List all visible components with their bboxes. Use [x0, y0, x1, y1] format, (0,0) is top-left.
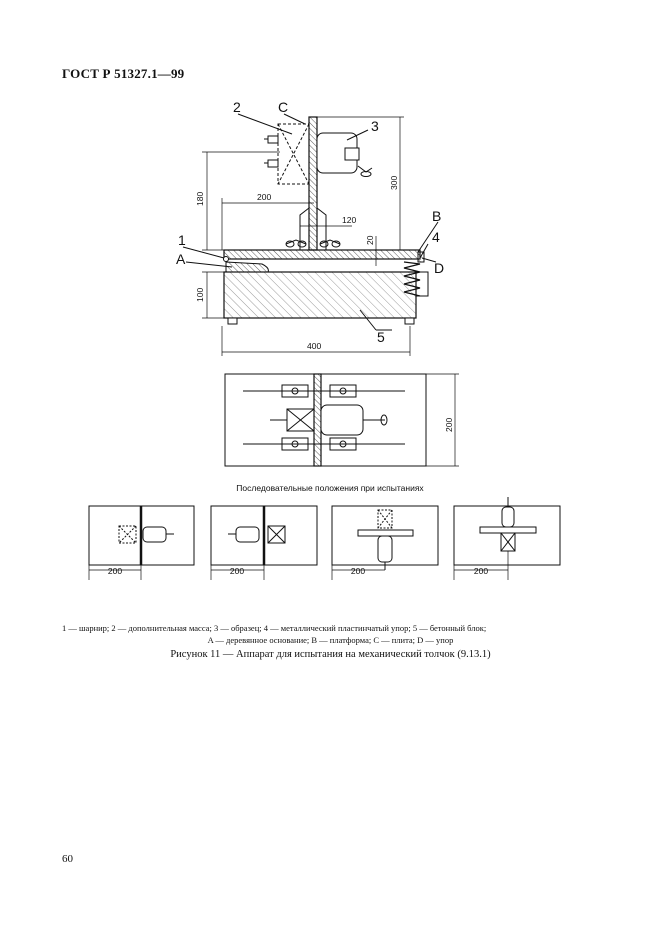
page-number: 60	[62, 853, 73, 865]
vertical-plate	[308, 116, 318, 251]
figure-title: Рисунок 11 — Аппарат для испытания на ме…	[170, 649, 491, 660]
concrete-block	[223, 271, 417, 319]
wooden-base	[225, 261, 269, 273]
sequence-caption: Последовательные положения при испытания…	[236, 483, 424, 493]
dim-20: 20	[365, 235, 375, 245]
platform	[223, 249, 421, 260]
legend-line-2: A — деревянное основание; B — платформа;…	[207, 635, 454, 645]
plan-block	[224, 373, 427, 467]
dim-200-pos3: 200	[351, 566, 365, 576]
label-C: C	[278, 99, 288, 115]
dim-200-pos2: 200	[230, 566, 244, 576]
label-A: A	[176, 251, 186, 267]
position-3	[331, 505, 439, 580]
sequence-positions	[88, 497, 561, 580]
dim-120: 120	[342, 215, 356, 225]
label-D: D	[434, 260, 444, 276]
additional-mass	[277, 123, 310, 185]
position-4	[453, 497, 561, 580]
label-3: 3	[371, 118, 379, 134]
dim-400: 400	[307, 341, 321, 351]
dim-300: 300	[389, 176, 399, 190]
label-4: 4	[432, 229, 440, 245]
dim-200-plan: 200	[444, 418, 454, 432]
document-header: ГОСТ Р 51327.1—99	[62, 66, 185, 81]
block-foot-left	[227, 317, 238, 325]
dim-100: 100	[195, 288, 205, 302]
side-labels: 2 C 3 1 A B 4 D 5 200 180 300 120 20 100…	[176, 99, 444, 351]
dim-200-top: 200	[257, 192, 271, 202]
label-5: 5	[377, 329, 385, 345]
position-2	[210, 505, 318, 580]
side-dimensions	[202, 116, 411, 356]
label-2: 2	[233, 99, 241, 115]
label-1: 1	[178, 232, 186, 248]
spring	[403, 261, 421, 297]
position-1	[88, 505, 195, 580]
dim-180: 180	[195, 192, 205, 206]
block-foot-right	[404, 317, 415, 325]
label-B: B	[432, 208, 441, 224]
dim-200-pos4: 200	[474, 566, 488, 576]
plan-view	[224, 373, 459, 467]
side-elevation	[182, 113, 439, 331]
hinge	[223, 256, 229, 262]
figure-legend: 1 — шарнир; 2 — дополнительная масса; 3 …	[62, 622, 599, 646]
legend-line-1: 1 — шарнир; 2 — дополнительная масса; 3 …	[62, 623, 487, 633]
dim-200-pos1: 200	[108, 566, 122, 576]
